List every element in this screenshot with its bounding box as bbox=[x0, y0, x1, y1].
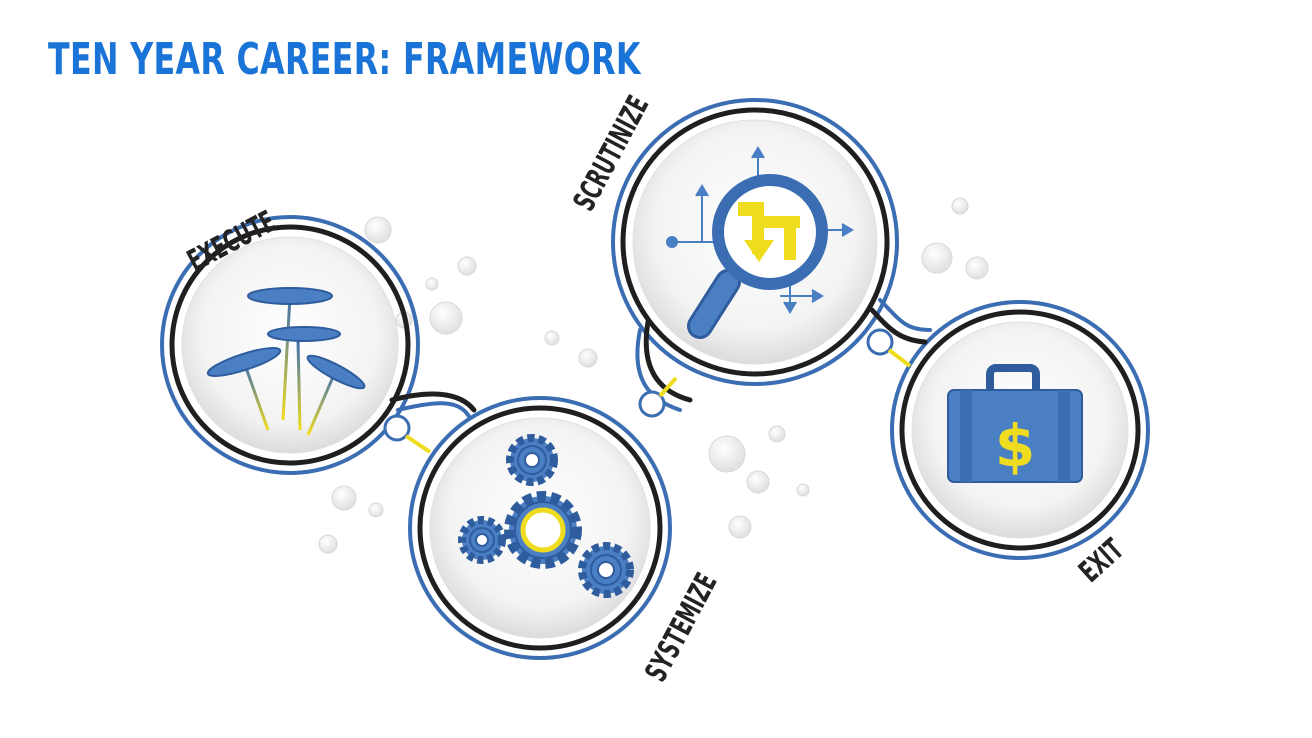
magnifier-flow-icon bbox=[666, 146, 854, 339]
stage-label-systemize: SYSTEMIZE bbox=[638, 567, 724, 687]
money-briefcase-icon: $ bbox=[947, 364, 1083, 483]
connector-magnifier-icon bbox=[866, 328, 912, 368]
decorative-bubbles bbox=[318, 197, 989, 554]
gears-icon bbox=[458, 434, 634, 598]
page-title: TEN YEAR CAREER: FRAMEWORK bbox=[48, 34, 641, 85]
career-track bbox=[160, 98, 1150, 660]
connector-magnifier-icon bbox=[383, 414, 432, 454]
connector-magnifier-icon bbox=[638, 376, 678, 418]
dollar-sign-icon: $ bbox=[995, 412, 1035, 480]
spinning-plates-icon bbox=[206, 287, 366, 436]
